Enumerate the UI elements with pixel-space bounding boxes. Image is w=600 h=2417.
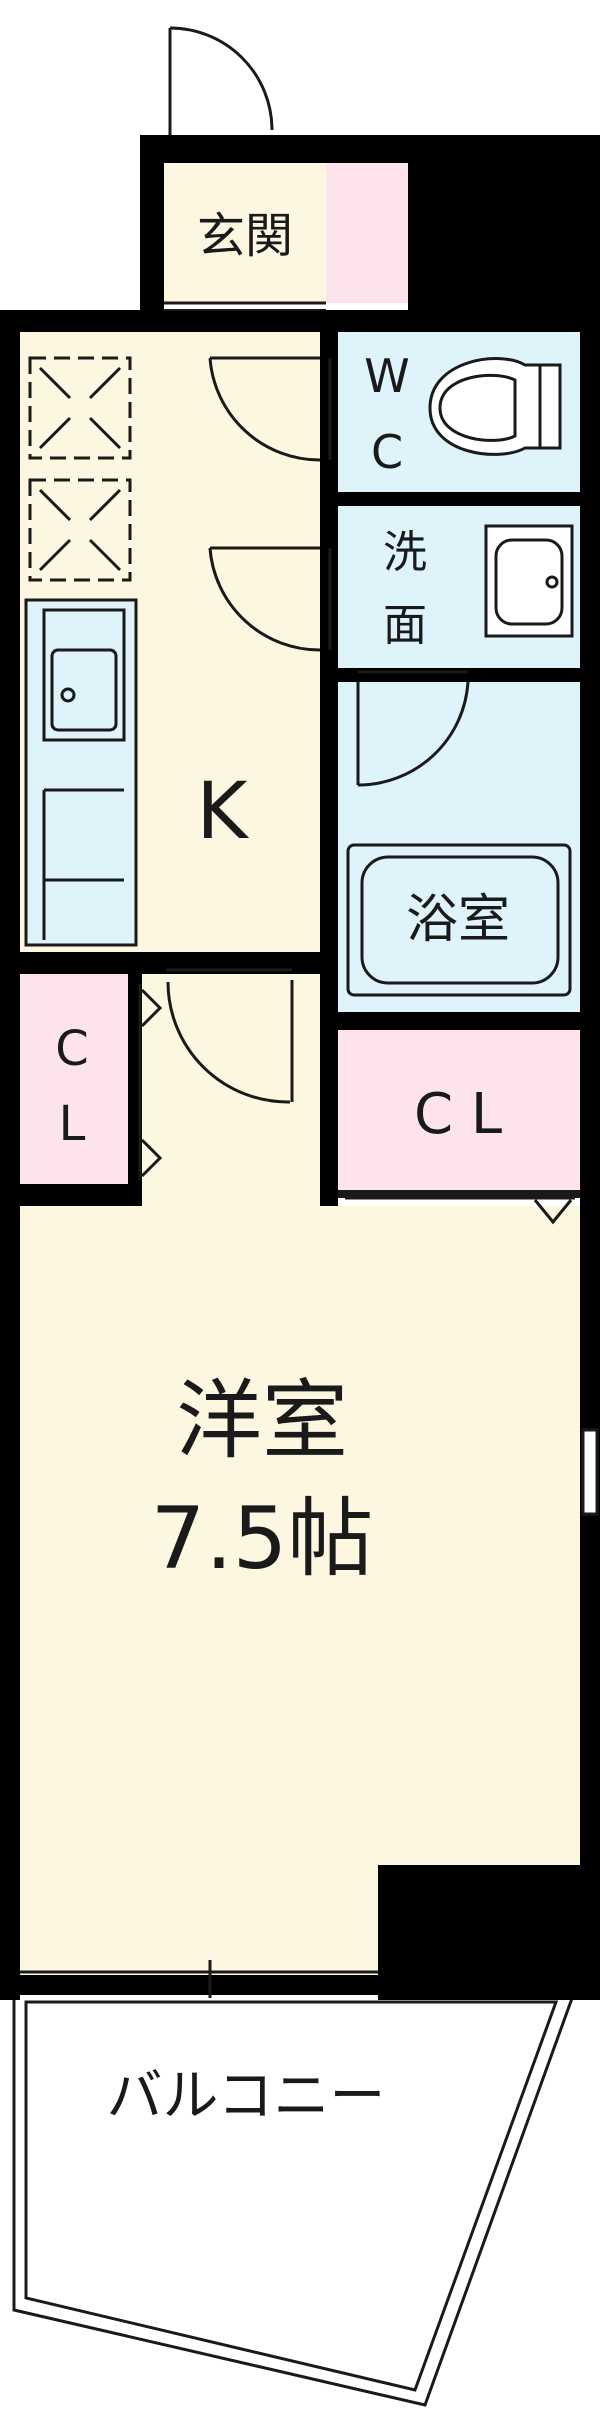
western-room-size: 7.5帖 xyxy=(151,1489,374,1589)
bath-door xyxy=(356,670,470,787)
western-room-label: 洋室 xyxy=(176,1371,348,1471)
bath-label: 浴室 xyxy=(406,890,510,950)
balcony-door xyxy=(20,1960,378,1998)
right-closet-door xyxy=(345,1196,575,1225)
left-closet-floor xyxy=(20,974,128,1184)
wc-door xyxy=(208,356,332,462)
western-room-floor xyxy=(20,1206,580,1975)
genkan-label: 玄関 xyxy=(197,208,293,264)
range-hood xyxy=(28,356,132,582)
right-closet-floor xyxy=(338,1030,580,1190)
washroom-label-2: 面 xyxy=(383,600,427,651)
room-door xyxy=(166,968,294,1104)
genkan-floor xyxy=(164,163,326,303)
left-closet-label-l: L xyxy=(59,1096,86,1152)
washroom-label-1: 洗 xyxy=(383,527,427,578)
entrance-door xyxy=(168,26,274,140)
toilet xyxy=(428,357,562,456)
bathtub xyxy=(346,843,572,997)
balcony-label: バルコニー xyxy=(107,2064,386,2129)
wc-label-w: W xyxy=(364,349,409,403)
washbasin xyxy=(484,524,574,638)
side-window xyxy=(581,1428,599,1516)
balcony xyxy=(12,1988,578,2407)
bath-floor xyxy=(338,682,580,1012)
shoe-closet xyxy=(326,163,408,303)
kitchen-counter xyxy=(24,598,138,947)
kitchen-label: K xyxy=(196,767,249,857)
left-closet-doors xyxy=(138,984,163,1180)
right-closet-label: C L xyxy=(414,1082,502,1147)
wc-label-c: C xyxy=(371,425,403,479)
washroom-door xyxy=(208,546,332,652)
left-closet-label-c: C xyxy=(55,1021,89,1077)
